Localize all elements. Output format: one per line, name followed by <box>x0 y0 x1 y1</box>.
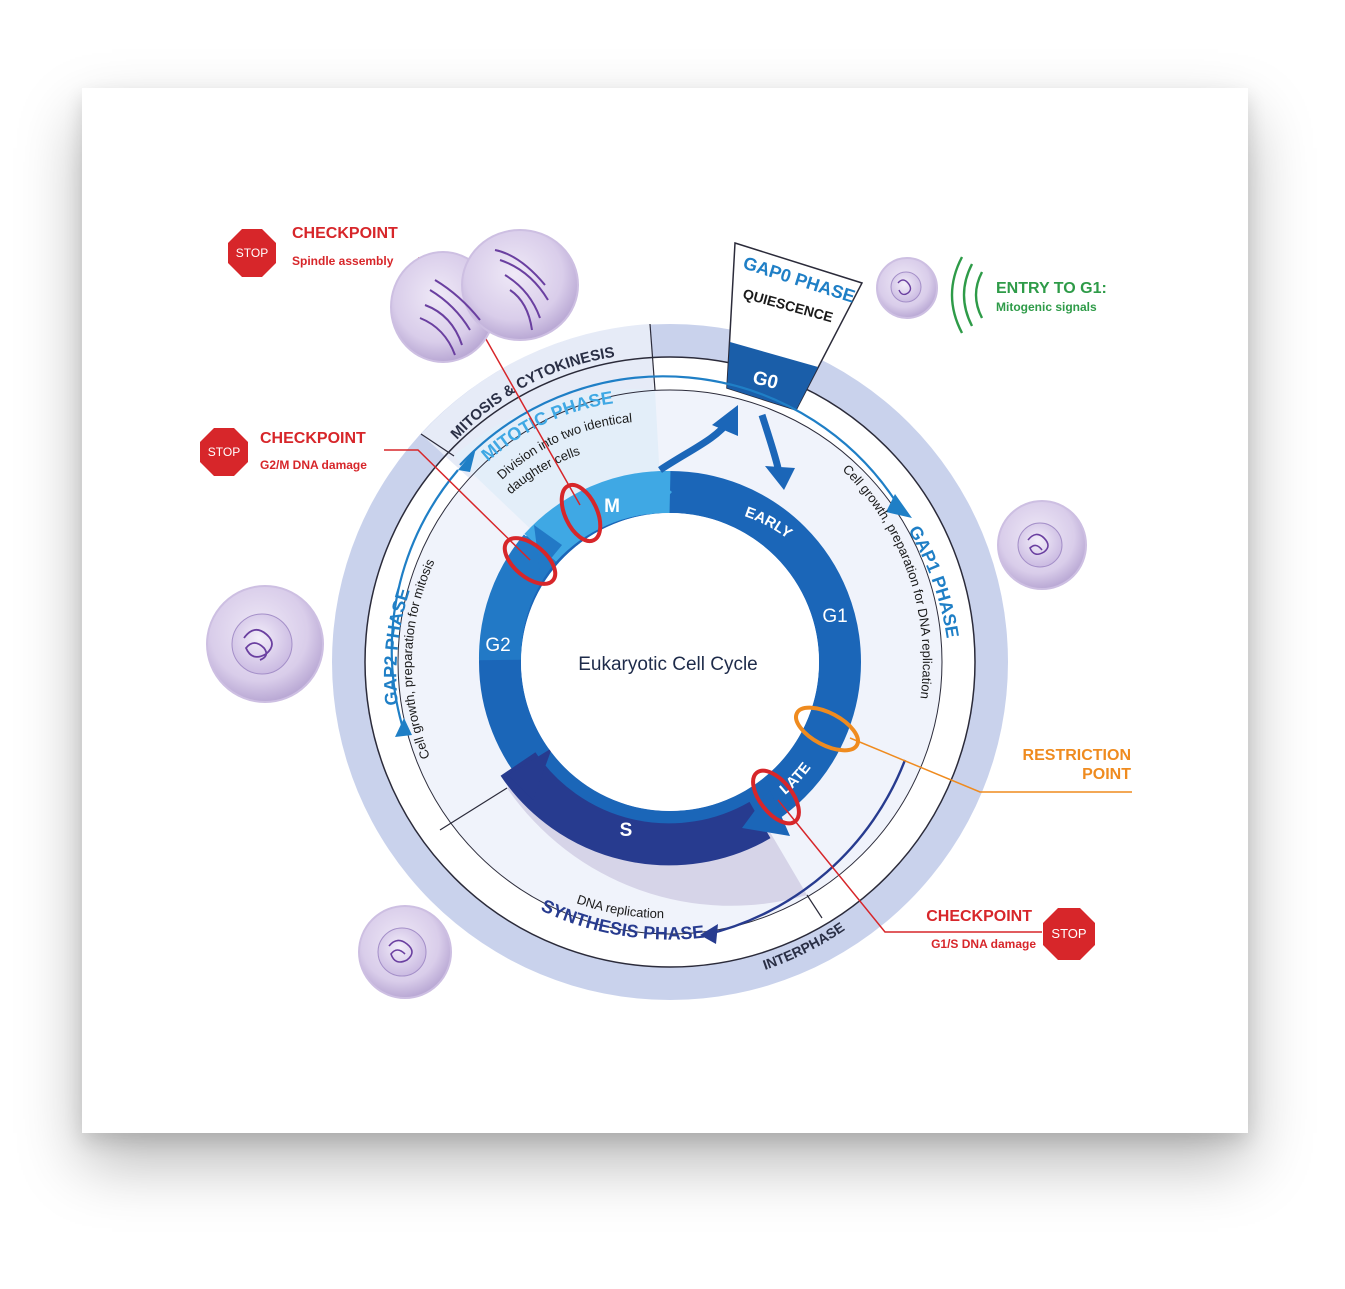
ring-segment-s <box>500 751 771 866</box>
restriction-line1: RESTRICTION <box>1023 747 1131 764</box>
stop-sign-g1s-icon: STOP <box>1043 908 1095 960</box>
ring-label-s: S <box>620 820 633 841</box>
checkpoint-ring-g2m <box>502 536 558 586</box>
restriction-leader <box>849 737 1132 793</box>
sector-divider-2 <box>649 323 656 391</box>
ring-label-g1: G1 <box>822 606 847 627</box>
ring-segment-g2 <box>479 534 557 661</box>
g0-exit-arrowhead <box>712 405 738 436</box>
synthesis-arrowhead <box>700 924 718 944</box>
g2m-leader <box>384 449 531 561</box>
checkpoint-spindle-title: CHECKPOINT <box>292 225 398 242</box>
gap2-arrowhead <box>395 718 412 737</box>
signal-waves-icon <box>950 256 984 334</box>
sector-divider-3 <box>439 787 508 831</box>
stop-text: STOP <box>1051 926 1086 941</box>
g1-cell-icon <box>997 500 1087 590</box>
g0-entry-arrow <box>758 413 782 469</box>
ring-border-outer <box>364 356 976 968</box>
ring-arrowhead-g2 <box>534 525 562 572</box>
g1s-leader <box>777 799 1042 933</box>
sector-divider-1 <box>420 433 455 457</box>
stop-sign-g2m-icon: STOP <box>200 428 248 476</box>
checkpoint-g1s-desc: G1/S DNA damage <box>931 937 1036 951</box>
sector-divider-4 <box>806 894 823 919</box>
gap2-arrow <box>390 469 459 726</box>
restriction-line2: POINT <box>1082 766 1131 783</box>
center-title: Eukaryotic Cell Cycle <box>578 654 758 675</box>
mitotic-arrow <box>459 375 899 506</box>
stop-text: STOP <box>236 246 268 260</box>
quiescent-cell-icon <box>876 257 938 319</box>
dividing-cell-icon <box>390 229 579 363</box>
checkpoint-g2m-desc: G2/M DNA damage <box>260 458 367 472</box>
stop-sign-spindle-icon: STOP <box>228 229 276 277</box>
checkpoint-spindle-desc: Spindle assembly <box>292 254 394 268</box>
checkpoint-g2m-title: CHECKPOINT <box>260 430 366 447</box>
gap1-arrowhead <box>886 494 912 518</box>
ring-label-g2: G2 <box>485 635 510 656</box>
ring-arrowhead-m <box>650 474 672 516</box>
g2-cell-icon <box>206 585 324 703</box>
cycle-ring-center <box>521 513 819 811</box>
s-cell-icon <box>358 905 452 999</box>
checkpoint-g1s-title: CHECKPOINT <box>926 908 1032 925</box>
ring-border-inner <box>397 389 943 935</box>
entry-g1-title: ENTRY TO G1: <box>996 280 1107 297</box>
entry-g1-desc: Mitogenic signals <box>996 300 1097 314</box>
ring-arrowhead-late <box>742 790 790 836</box>
restriction-ring <box>794 705 860 753</box>
ring-arrowhead-s <box>508 748 552 800</box>
ring-label-m: M <box>604 496 620 517</box>
mitotic-arrowhead <box>458 448 476 472</box>
g0-box <box>727 342 818 410</box>
synthesis-arrow <box>704 759 907 937</box>
g0-entry-arrowhead <box>765 466 795 490</box>
stop-text: STOP <box>208 445 240 459</box>
